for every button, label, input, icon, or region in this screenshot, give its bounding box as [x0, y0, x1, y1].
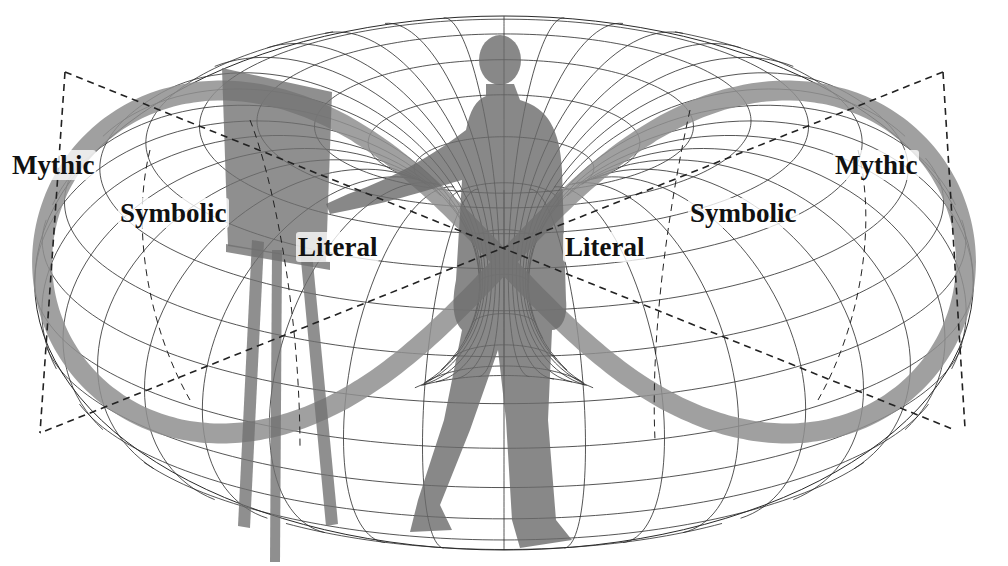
grid-line	[593, 169, 863, 499]
dashed-edge	[943, 72, 965, 428]
dashed-arc	[250, 120, 300, 450]
dashed-edge	[40, 72, 65, 433]
level-label: Symbolic	[688, 198, 799, 228]
dashed-diagonal	[40, 72, 943, 433]
level-label: Mythic	[10, 150, 96, 180]
grid-line	[567, 148, 945, 429]
label-text: Literal	[298, 232, 377, 262]
dashed-arc	[142, 150, 190, 400]
torus-wireframe	[35, 16, 974, 550]
person-silhouette	[326, 35, 572, 548]
easel-leg	[238, 240, 264, 528]
easel-silhouette	[222, 68, 338, 562]
label-text: Symbolic	[690, 198, 797, 228]
label-text: Mythic	[12, 150, 94, 180]
grid-line	[79, 404, 928, 519]
level-label: Mythic	[833, 150, 919, 180]
grid-line	[585, 177, 806, 518]
dashed-arc	[818, 150, 866, 400]
grid-line	[286, 523, 722, 549]
dashed-frame	[40, 72, 965, 450]
level-label: Symbolic	[118, 198, 229, 228]
level-label: Literal	[563, 232, 646, 262]
dashed-arc	[654, 110, 690, 440]
label-text: Mythic	[835, 150, 917, 180]
dashed-diagonal	[65, 72, 955, 430]
level-label: Literal	[296, 232, 379, 262]
label-text: Literal	[565, 232, 644, 262]
person-head	[479, 35, 521, 85]
torus-outline	[35, 16, 974, 550]
easel-leg	[300, 250, 338, 526]
easel-leg	[270, 250, 282, 562]
grid-line	[528, 105, 955, 338]
label-text: Symbolic	[120, 198, 227, 228]
person-body	[326, 84, 572, 548]
